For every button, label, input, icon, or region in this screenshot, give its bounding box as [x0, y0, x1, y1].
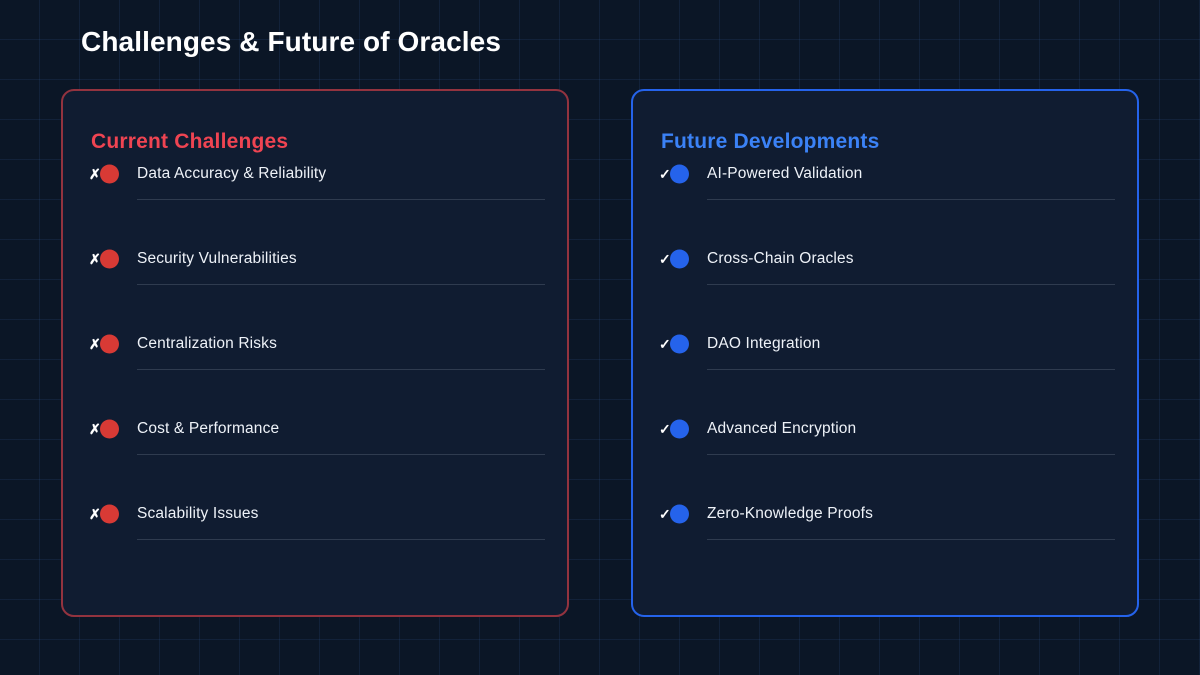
- card-title-future-developments: Future Developments: [661, 130, 880, 154]
- list-item-label: Data Accuracy & Reliability: [137, 165, 327, 182]
- list-item-label: Advanced Encryption: [707, 420, 857, 437]
- item-divider: [137, 539, 545, 540]
- cross-glyph: ✗: [89, 251, 101, 267]
- item-divider: [707, 539, 1115, 540]
- check-icon: ✓: [659, 503, 689, 525]
- cross-icon: ✗: [89, 418, 119, 440]
- check-glyph: ✓: [659, 336, 671, 352]
- marker-dot: [670, 419, 689, 439]
- list-item-label: AI-Powered Validation: [707, 165, 863, 182]
- future-list: ✓ AI-Powered Validation ✓ Cross-Chain Or…: [659, 157, 1115, 582]
- check-glyph: ✓: [659, 506, 671, 522]
- cross-glyph: ✗: [89, 336, 101, 352]
- check-icon: ✓: [659, 418, 689, 440]
- item-divider: [707, 199, 1115, 200]
- list-item[interactable]: ✓ DAO Integration: [659, 327, 1115, 412]
- marker-dot: [100, 419, 119, 439]
- marker-dot: [100, 504, 119, 524]
- marker-dot: [100, 164, 119, 184]
- list-item-label: Centralization Risks: [137, 335, 277, 352]
- card-title-current-challenges: Current Challenges: [91, 130, 289, 154]
- list-item[interactable]: ✗ Cost & Performance: [89, 412, 545, 497]
- cross-glyph: ✗: [89, 506, 101, 522]
- card-future-developments: Future Developments ✓ AI-Powered Validat…: [631, 89, 1139, 617]
- item-divider: [137, 454, 545, 455]
- check-icon: ✓: [659, 163, 689, 185]
- list-item-label: Security Vulnerabilities: [137, 250, 297, 267]
- list-item-label: Scalability Issues: [137, 505, 259, 522]
- cross-icon: ✗: [89, 248, 119, 270]
- check-glyph: ✓: [659, 421, 671, 437]
- item-divider: [707, 284, 1115, 285]
- marker-dot: [100, 334, 119, 354]
- list-item[interactable]: ✓ Advanced Encryption: [659, 412, 1115, 497]
- item-divider: [707, 369, 1115, 370]
- item-divider: [137, 369, 545, 370]
- list-item[interactable]: ✓ Cross-Chain Oracles: [659, 242, 1115, 327]
- item-divider: [137, 284, 545, 285]
- item-divider: [707, 454, 1115, 455]
- check-icon: ✓: [659, 333, 689, 355]
- cross-icon: ✗: [89, 503, 119, 525]
- list-item[interactable]: ✗ Data Accuracy & Reliability: [89, 157, 545, 242]
- list-item[interactable]: ✗ Security Vulnerabilities: [89, 242, 545, 327]
- list-item[interactable]: ✗ Scalability Issues: [89, 497, 545, 582]
- page-title: Challenges & Future of Oracles: [81, 26, 501, 57]
- marker-dot: [670, 249, 689, 269]
- cross-icon: ✗: [89, 163, 119, 185]
- list-item[interactable]: ✓ Zero-Knowledge Proofs: [659, 497, 1115, 582]
- cross-icon: ✗: [89, 333, 119, 355]
- item-divider: [137, 199, 545, 200]
- check-glyph: ✓: [659, 166, 671, 182]
- list-item[interactable]: ✓ AI-Powered Validation: [659, 157, 1115, 242]
- marker-dot: [670, 504, 689, 524]
- list-item-label: DAO Integration: [707, 335, 821, 352]
- list-item-label: Zero-Knowledge Proofs: [707, 505, 873, 522]
- marker-dot: [670, 334, 689, 354]
- check-glyph: ✓: [659, 251, 671, 267]
- list-item-label: Cost & Performance: [137, 420, 280, 437]
- cross-glyph: ✗: [89, 166, 101, 182]
- card-current-challenges: Current Challenges ✗ Data Accuracy & Rel…: [61, 89, 569, 617]
- marker-dot: [670, 164, 689, 184]
- cross-glyph: ✗: [89, 421, 101, 437]
- check-icon: ✓: [659, 248, 689, 270]
- list-item[interactable]: ✗ Centralization Risks: [89, 327, 545, 412]
- challenges-list: ✗ Data Accuracy & Reliability ✗ Security…: [89, 157, 545, 582]
- marker-dot: [100, 249, 119, 269]
- list-item-label: Cross-Chain Oracles: [707, 250, 854, 267]
